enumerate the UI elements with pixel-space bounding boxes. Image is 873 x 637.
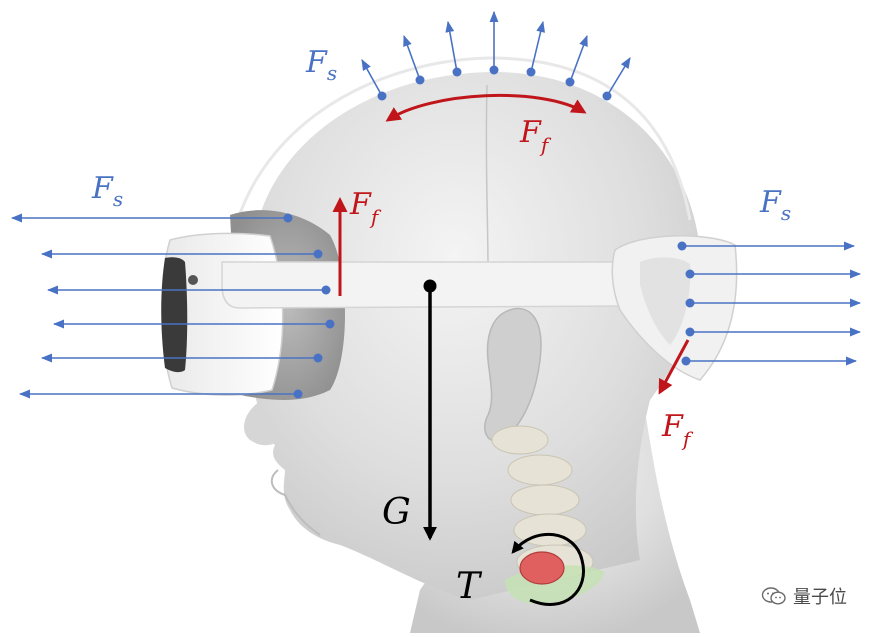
friction-forces [332, 93, 690, 395]
label-ff-back: Ff [661, 409, 694, 451]
label-fs-right: Fs [759, 185, 791, 225]
label-fs-top: Fs [305, 45, 337, 85]
rear-cradle-inner [640, 257, 691, 345]
support-forces [10, 10, 862, 399]
watermark-text: 量子位 [793, 587, 847, 608]
head-illustration [243, 71, 701, 633]
camera-lens [188, 275, 198, 285]
lips [270, 469, 321, 536]
rear-support-arrows [677, 241, 862, 366]
top-support-arrows [361, 10, 631, 101]
side-strap [221, 261, 656, 309]
label-torque: T [456, 566, 483, 607]
top-strap [230, 56, 692, 241]
torque-spot [519, 551, 565, 585]
torque-arrow [511, 532, 585, 606]
watermark: 量子位 [761, 583, 847, 609]
rear-friction-arrow [658, 339, 690, 395]
gravity-force [423, 279, 437, 541]
label-gravity: G [382, 492, 411, 533]
top-friction-arrow [385, 93, 587, 122]
nose [243, 400, 280, 446]
front-support-arrows [10, 213, 335, 399]
center-of-mass [423, 279, 437, 293]
label-fs-left: Fs [91, 171, 123, 211]
visor-front-panel [161, 257, 188, 373]
head-silhouette [252, 71, 701, 600]
wechat-icon [761, 587, 786, 605]
